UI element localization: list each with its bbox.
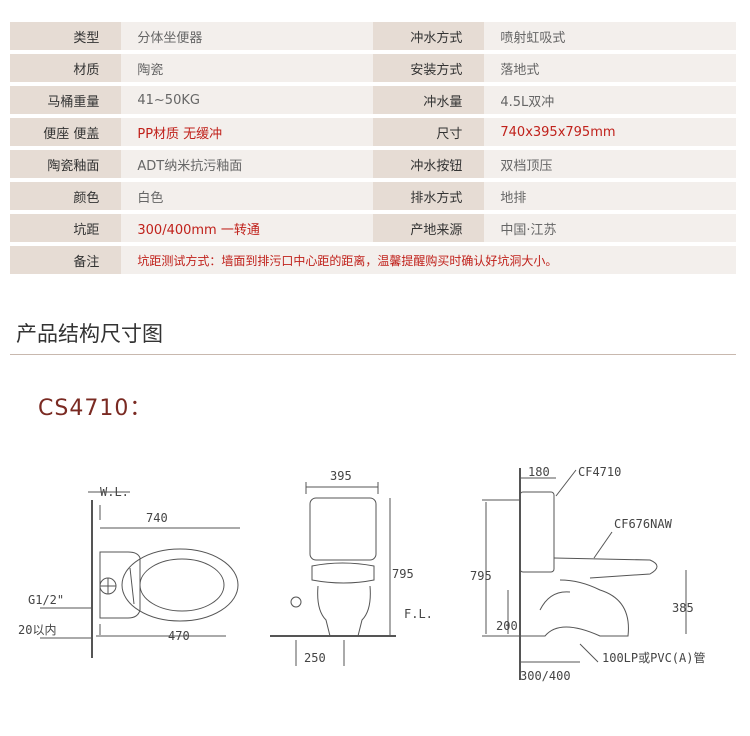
spec-value: 740x395x795mm: [484, 118, 736, 146]
note-label: 备注: [10, 246, 122, 274]
spec-value: 300/400mm 一转通: [121, 214, 373, 242]
spec-label: 安装方式: [373, 54, 485, 82]
spec-value: 地排: [484, 182, 736, 210]
spec-value: 双档顶压: [484, 150, 736, 178]
spec-value: ADT纳米抗污釉面: [121, 150, 373, 178]
spec-label: 陶瓷釉面: [10, 150, 122, 178]
section-title: 产品结构尺寸图: [16, 322, 163, 346]
label-385: 385: [672, 601, 694, 615]
note-value: 坑距测试方式：墙面到排污口中心距的距离，温馨提醒购买时确认好坑洞大小。: [121, 246, 736, 274]
spec-label: 冲水按钮: [373, 150, 485, 178]
label-cf676: CF676NAW: [614, 517, 673, 531]
spec-value: 陶瓷: [121, 54, 373, 82]
front-view: [270, 482, 396, 666]
spec-label: 排水方式: [373, 182, 485, 210]
section-divider: [10, 354, 736, 355]
spec-value: PP材质 无缓冲: [121, 118, 373, 146]
label-740: 740: [146, 511, 168, 525]
spec-label: 产地来源: [373, 214, 485, 242]
spec-label: 冲水量: [373, 86, 485, 114]
side-view: [482, 468, 687, 680]
spec-value: 落地式: [484, 54, 736, 82]
spec-label: 材质: [10, 54, 122, 82]
label-795-side: 795: [470, 569, 492, 583]
spec-label: 尺寸: [373, 118, 485, 146]
spec-label: 颜色: [10, 182, 122, 210]
label-cf4710: CF4710: [578, 465, 621, 479]
spec-label: 马桶重量: [10, 86, 122, 114]
spec-row: 材质陶瓷安装方式落地式: [10, 54, 736, 82]
model-number: CS4710：: [38, 396, 153, 421]
note-row: 备注坑距测试方式：墙面到排污口中心距的距离，温馨提醒购买时确认好坑洞大小。: [10, 246, 736, 274]
label-g12: G1/2": [28, 593, 64, 607]
label-180: 180: [528, 465, 550, 479]
spec-value: 喷射虹吸式: [484, 22, 736, 50]
label-470: 470: [168, 629, 190, 643]
spec-label: 便座 便盖: [10, 118, 122, 146]
label-200: 200: [496, 619, 518, 633]
label-395: 395: [330, 469, 352, 483]
label-pipe: 100LP或PVC(A)管: [602, 650, 705, 665]
label-250: 250: [304, 651, 326, 665]
spec-label: 冲水方式: [373, 22, 485, 50]
dimension-drawing: W.L. 740 G1/2" 20以内 470 395 795 F.L. 250…: [18, 465, 705, 683]
spec-row: 颜色白色排水方式地排: [10, 182, 736, 210]
label-fl: F.L.: [404, 607, 433, 621]
spec-row: 类型分体坐便器冲水方式喷射虹吸式: [10, 22, 736, 50]
label-20: 20以内: [18, 623, 56, 637]
label-300-400: 300/400: [520, 669, 571, 683]
spec-value: 41~50KG: [121, 86, 373, 114]
spec-label: 坑距: [10, 214, 122, 242]
spec-value: 分体坐便器: [121, 22, 373, 50]
spec-label: 类型: [10, 22, 122, 50]
spec-value: 4.5L双冲: [484, 86, 736, 114]
spec-value: 白色: [121, 182, 373, 210]
top-view: [40, 491, 240, 658]
label-wl: W.L.: [100, 485, 129, 499]
spec-value: 中国·江苏: [484, 214, 736, 242]
label-795-front: 795: [392, 567, 414, 581]
